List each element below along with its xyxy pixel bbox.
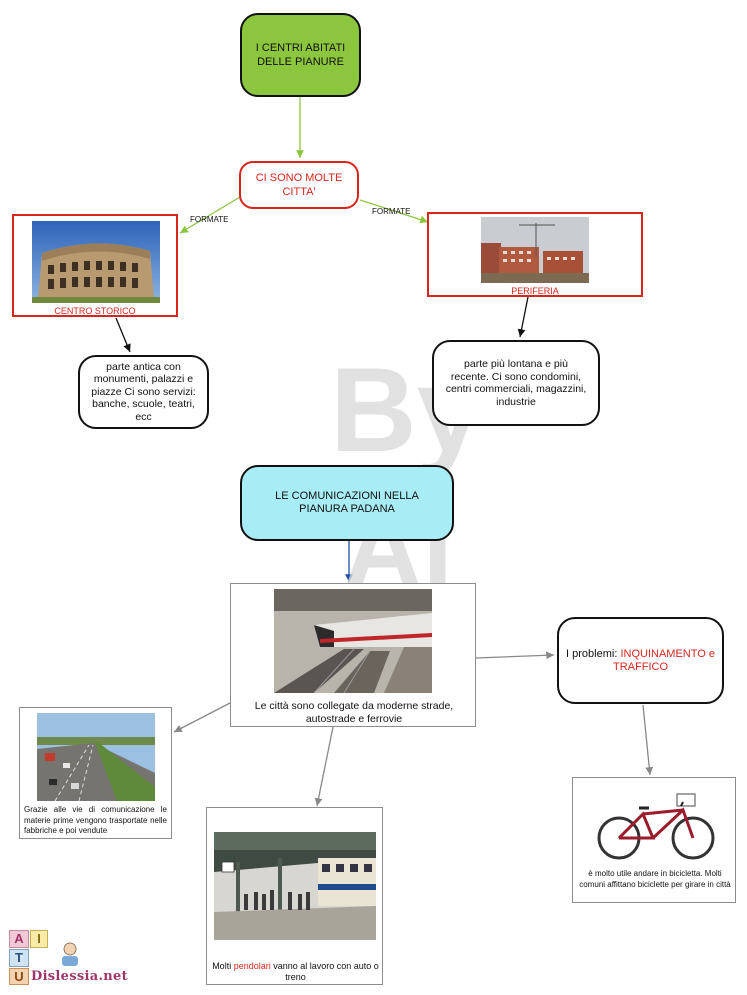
colosseum-photo: [32, 221, 160, 303]
periferia-desc-label: parte più lontana e più recente. Ci sono…: [445, 358, 587, 408]
bicicletta-label: è molto utile andare in bicicletta. Molt…: [579, 869, 731, 889]
link-label-formate-left: FORMATE: [190, 215, 229, 224]
problemi-label: I problemi: INQUINAMENTO e TRAFFICO: [565, 648, 716, 674]
pendolari-post: vanno al lavoro con auto o treno: [270, 961, 379, 982]
arrow-cities-to-periferia: [359, 199, 429, 224]
logo-character-icon: [58, 942, 82, 968]
dislessia-logo: A I T U Dislessia.net: [4, 928, 140, 986]
logo-text: Dislessia.net: [31, 969, 128, 984]
pendolari-label: Molti pendolari vanno al lavoro con auto…: [211, 961, 380, 983]
link-label-formate-right: FORMATE: [372, 207, 411, 216]
root-node[interactable]: I CENTRI ABITATI DELLE PIANURE: [240, 13, 361, 97]
logo-block-i: I: [30, 930, 48, 948]
collegate-node[interactable]: Le città sono collegate da moderne strad…: [230, 583, 476, 727]
problemi-highlight: INQUINAMENTO e TRAFFICO: [613, 647, 715, 673]
periferia-label: PERIFERIA: [511, 286, 559, 296]
arrow-cities-to-centro: [179, 196, 241, 234]
centro-storico-label: CENTRO STORICO: [54, 306, 136, 316]
cities-node[interactable]: CI SONO MOLTE CITTA': [239, 161, 359, 209]
arrow-periferia-to-desc: [517, 296, 529, 338]
arrow-collegate-to-pendolari: [314, 726, 334, 807]
arrow-collegate-to-merci: [173, 702, 231, 733]
periferia-node[interactable]: PERIFERIA: [427, 212, 643, 297]
construction-photo: [481, 217, 589, 283]
merci-node[interactable]: Grazie alle vie di comunicazione le mate…: [19, 707, 172, 839]
collegate-label: Le città sono collegate da moderne strad…: [254, 700, 454, 725]
problemi-prefix: I problemi:: [566, 647, 621, 660]
pendolari-pre: Molti: [212, 961, 234, 971]
pendolari-highlight: pendolari: [233, 961, 271, 971]
centro-desc-node[interactable]: parte antica con monumenti, palazzi e pi…: [78, 355, 209, 429]
pendolari-node[interactable]: Molti pendolari vanno al lavoro con auto…: [206, 807, 383, 985]
root-node-label: I CENTRI ABITATI DELLE PIANURE: [255, 42, 346, 68]
problemi-node[interactable]: I problemi: INQUINAMENTO e TRAFFICO: [557, 617, 724, 704]
logo-block-t: T: [9, 949, 29, 967]
train-photo: [274, 589, 432, 693]
bicicletta-node[interactable]: è molto utile andare in bicicletta. Molt…: [572, 777, 736, 903]
arrow-centro-to-desc: [115, 317, 131, 353]
comunicazioni-node[interactable]: LE COMUNICAZIONI NELLA PIANURA PADANA: [240, 465, 454, 541]
arrow-problemi-to-bicicletta: [642, 704, 654, 776]
logo-block-a: A: [9, 930, 29, 948]
station-photo: [214, 832, 376, 940]
periferia-desc-node[interactable]: parte più lontana e più recente. Ci sono…: [432, 340, 600, 426]
cities-node-label: CI SONO MOLTE CITTA': [255, 172, 343, 198]
centro-desc-label: parte antica con monumenti, palazzi e pi…: [91, 360, 196, 423]
merci-label: Grazie alle vie di comunicazione le mate…: [24, 805, 167, 835]
logo-block-u: U: [9, 968, 29, 985]
arrow-collegate-to-problemi: [475, 651, 555, 660]
bicycle-photo: [595, 788, 717, 864]
comunicazioni-label: LE COMUNICAZIONI NELLA PIANURA PADANA: [275, 490, 419, 515]
centro-storico-node[interactable]: CENTRO STORICO: [12, 214, 178, 317]
highway-photo: [37, 713, 155, 801]
